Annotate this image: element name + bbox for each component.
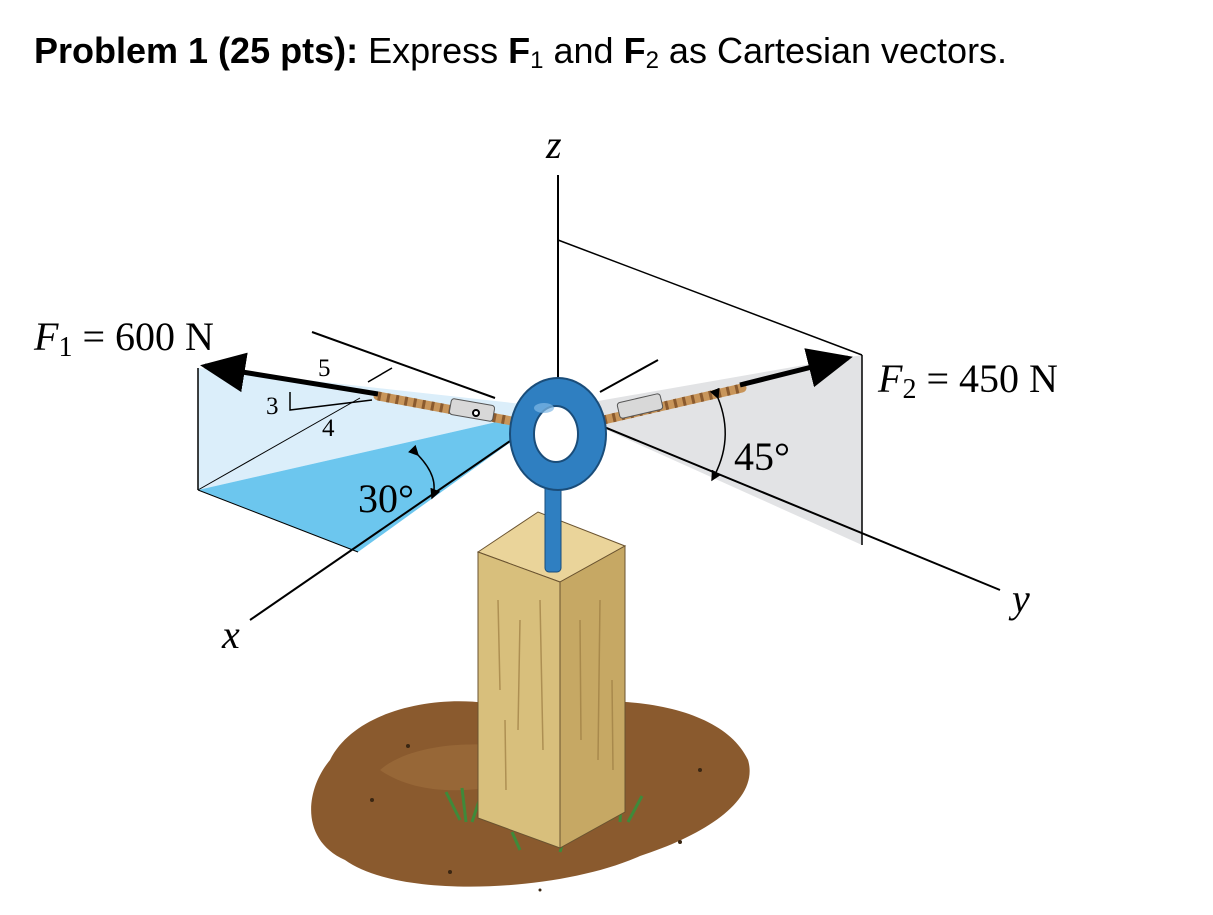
x-axis-label: x xyxy=(221,612,240,657)
angle-30-label: 30° xyxy=(358,476,414,521)
f2-subscript: 2 xyxy=(645,47,659,74)
f2-symbol: F xyxy=(877,356,903,401)
slope-hyp-label: 5 xyxy=(318,355,331,382)
f1-vertical-plane xyxy=(198,368,558,490)
f2-equation: = 450 N xyxy=(916,356,1057,401)
ferrule-f1-pin xyxy=(472,409,480,417)
problem-text-3: as Cartesian vectors. xyxy=(658,30,1008,71)
dirt-specks xyxy=(370,744,702,892)
f1-magnitude-label: F1 = 600 N xyxy=(33,314,214,363)
f1-projection-edge xyxy=(197,489,359,553)
f1-horizontal-projection xyxy=(198,408,558,552)
eyebolt-ring-hole xyxy=(533,405,579,463)
wood-grain xyxy=(497,599,614,791)
f1-plane-inner-line xyxy=(197,397,361,491)
problem-statement: Problem 1 (25 pts): Express F1 and F2 as… xyxy=(34,30,1007,75)
f1-reference-line xyxy=(311,331,496,399)
f2-magnitude-label: F2 = 450 N xyxy=(877,356,1058,405)
slope-rise-label: 3 xyxy=(266,393,279,420)
slope-triangle-hyp-tick xyxy=(367,367,393,383)
problem-text-1: Express xyxy=(358,30,509,71)
f1-label-sub: 1 xyxy=(58,332,72,363)
ferrule-f1 xyxy=(448,398,496,422)
f1-equation: = 600 N xyxy=(72,314,213,359)
y-axis-label: y xyxy=(1008,576,1030,621)
angle-45-label: 45° xyxy=(734,434,790,479)
f2-arrow xyxy=(739,348,853,388)
angle-arc-45 xyxy=(709,387,726,482)
post-right-face xyxy=(559,545,626,849)
yz-plane-top-edge xyxy=(557,239,863,356)
problem-label: Problem 1 (25 pts): xyxy=(34,30,359,71)
z-axis-label: z xyxy=(545,122,562,167)
eyebolt-ring-highlight xyxy=(534,403,554,413)
ring-tick-line xyxy=(599,359,659,393)
slope-run-label: 4 xyxy=(322,415,335,442)
f1-arrow xyxy=(200,352,379,397)
f1-subscript: 1 xyxy=(530,47,544,74)
x-axis-line xyxy=(249,407,559,621)
f2-bold: F xyxy=(623,30,646,71)
angle-arc-30 xyxy=(407,444,441,500)
ferrule-f2 xyxy=(616,393,664,419)
slope-triangle xyxy=(289,392,373,411)
f2-label-sub: 2 xyxy=(902,374,916,405)
eyebolt-shank xyxy=(544,477,562,573)
problem-text-2: and xyxy=(543,30,624,71)
f1-bold: F xyxy=(508,30,531,71)
f1-symbol: F xyxy=(33,314,59,359)
y-axis-line xyxy=(557,407,1001,591)
